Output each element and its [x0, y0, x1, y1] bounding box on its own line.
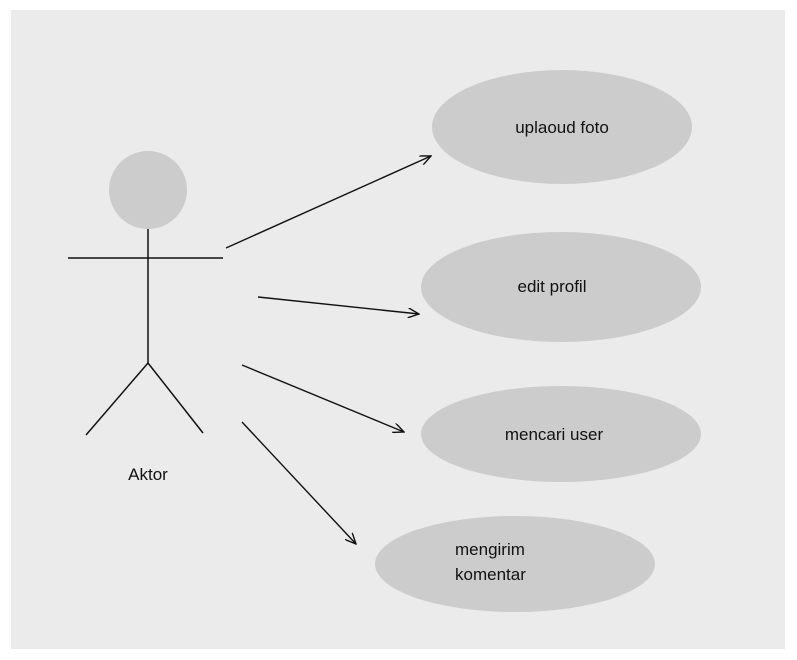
actor-figure: Aktor — [68, 151, 223, 484]
arrow-to-upload — [225, 156, 431, 249]
use-case-label: edit profil — [518, 277, 587, 296]
use-case-edit-profile: edit profil — [421, 232, 701, 342]
actor-left-leg — [85, 362, 149, 436]
use-case-search-user: mencari user — [421, 386, 701, 482]
use-case-label: uplaoud foto — [515, 118, 609, 137]
arrow-to-comment — [241, 421, 356, 544]
actor-head — [109, 151, 187, 229]
use-case-upload-photo: uplaoud foto — [432, 70, 692, 184]
actor-right-leg — [147, 362, 204, 434]
use-case-label-line-2: komentar — [455, 565, 526, 584]
arrow-to-search — [241, 364, 404, 432]
actor-label: Aktor — [128, 465, 168, 484]
arrow-to-edit — [257, 296, 419, 314]
use-case-label: mencari user — [505, 425, 604, 444]
use-case-label-line-1: mengirim — [455, 540, 525, 559]
use-case-diagram: Aktor uplaoud foto edit profil mencari u… — [11, 10, 785, 649]
use-case-send-comment: mengirim komentar — [375, 516, 655, 612]
diagram-canvas: Aktor uplaoud foto edit profil mencari u… — [11, 10, 785, 649]
